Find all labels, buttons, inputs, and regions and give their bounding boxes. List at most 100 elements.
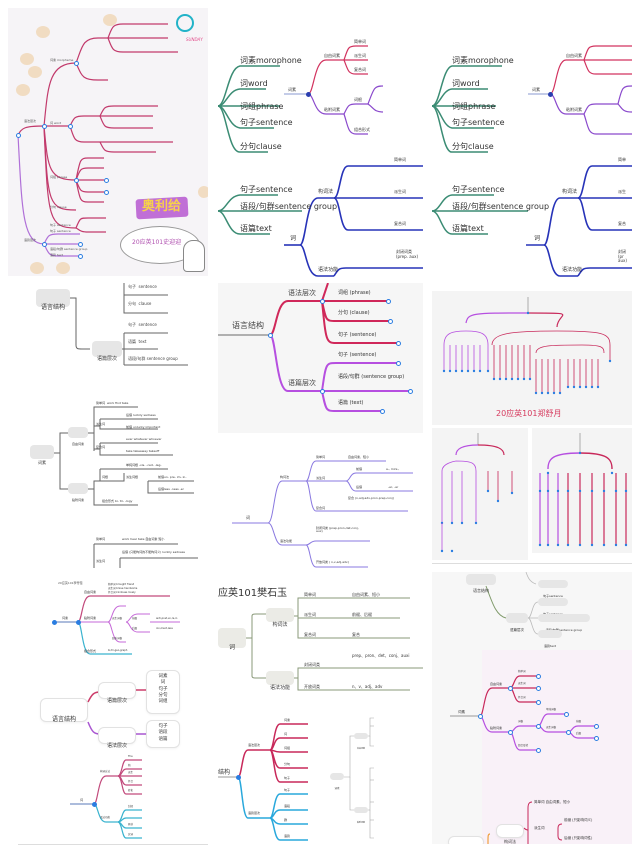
branch-label: 组合形式 (84, 649, 97, 653)
root-label: 结构 (218, 769, 231, 776)
green-item: 词word (240, 79, 268, 88)
root-label: 词 (80, 798, 84, 802)
item: ever whatever whoever (126, 437, 162, 441)
green-item: 语篇text (452, 224, 484, 233)
item: 派生词 (96, 559, 106, 563)
branch-box: 粘附词素 (68, 483, 88, 502)
green-item: 分句clause (240, 142, 282, 151)
tree-node (504, 377, 508, 381)
node (548, 92, 553, 97)
node (594, 736, 599, 741)
node (396, 361, 401, 366)
item: 简单词 brought friend (108, 583, 135, 586)
green-item: 词组phrase (240, 102, 284, 111)
green-item: 语篇text (240, 224, 272, 233)
node-label: 句子 sentence (50, 223, 71, 227)
root-box: 词素 (30, 445, 54, 465)
node (594, 724, 599, 729)
item: take takeaway takeoff (126, 449, 160, 453)
tree-node (578, 451, 582, 455)
angel-face-icon (20, 53, 34, 65)
panel-5-top-background (218, 283, 423, 433)
node (566, 730, 571, 735)
tree-node (492, 377, 496, 381)
item: 简单词 (316, 455, 326, 459)
node (536, 674, 541, 679)
panel-2-mindmap: 词素morophone 词word 词组phrase 句子sentence 分句… (218, 8, 423, 278)
green-item: 语段/句群sentence group (452, 202, 550, 211)
item: 实词 (128, 833, 134, 836)
node (536, 748, 541, 753)
tree-node (526, 311, 530, 315)
node (320, 299, 325, 304)
item: 简单词 work find take (96, 401, 129, 405)
outline-branch: 自由词素 (354, 733, 368, 750)
branch-label: 语法层次 (288, 289, 316, 297)
green-item: 语段/句群sentence group (240, 202, 338, 211)
tree-branch (465, 312, 529, 324)
node (396, 341, 401, 346)
tree-node (546, 391, 550, 395)
item: 分句 (284, 762, 291, 766)
tree-node (510, 377, 514, 381)
morpheme-root: 词素 (288, 87, 296, 92)
item: 语篇 (284, 834, 291, 838)
item: 封闭 (128, 805, 134, 808)
item: 词组 (phrase) (338, 290, 371, 296)
tree-node (566, 489, 570, 493)
tree-node (466, 369, 470, 373)
green-item: 句子sentence (240, 185, 293, 194)
tree-node (460, 369, 464, 373)
item: 派生词根 (112, 617, 123, 620)
item: 前缀 (只影响词义) (564, 818, 593, 822)
author-caption: 20应英101史迎迎 (132, 239, 182, 246)
item: 语段/句群 (sentence group) (338, 374, 405, 380)
item: 组合形式 (518, 744, 529, 747)
tree-node (602, 543, 606, 547)
tree-node (486, 369, 490, 373)
item: 后缀less -ness -er (158, 487, 184, 491)
item: ion,ment,less (156, 627, 173, 630)
branch-box: 自由词素 (68, 427, 88, 446)
item: 词组 (284, 746, 291, 750)
item: 复合词 (96, 445, 106, 449)
word-branch: 语法功能 (318, 267, 339, 273)
tree-node (546, 471, 550, 475)
item-box: 语篇text (538, 630, 562, 648)
item: 简单词 (518, 670, 526, 673)
item: 派生词根 (546, 726, 557, 729)
item: 句子 (284, 776, 291, 780)
root-box: 词 (218, 628, 246, 651)
node (78, 242, 83, 247)
node (564, 712, 569, 717)
item: 后缀 luckily sadness (126, 413, 156, 417)
tree-node (614, 543, 618, 547)
node-label: 语段/句群 sentence group (50, 247, 88, 251)
node-label: 词组 phrase (50, 175, 68, 179)
row-name: 简单词 (304, 592, 316, 597)
items-box: 词素词句子分句词组 (146, 670, 180, 714)
tree-node (590, 385, 594, 389)
item: 前缀 unlucky important (126, 425, 161, 429)
item-box: 语段/句群sentence group (538, 614, 590, 632)
tree-node (566, 385, 570, 389)
panel-4-branches (54, 283, 198, 568)
bound-morpheme: 粘附词素 (324, 107, 340, 112)
branch-box: 构词法 (496, 824, 524, 844)
angel-face-icon (56, 262, 70, 274)
angel-face-icon (36, 26, 50, 38)
divider (18, 844, 208, 845)
bound-morpheme: 粘附词素 (566, 107, 582, 112)
green-item: 句子sentence (452, 118, 505, 127)
panel-5-branches (218, 283, 413, 568)
item: -er, -ar (388, 485, 399, 489)
green-item: 词组phrase (452, 102, 496, 111)
root-box (448, 836, 484, 844)
morpheme-root: 词素 (532, 87, 540, 92)
tree-node (556, 489, 560, 493)
sun-label: SUNDAY (186, 37, 203, 42)
panel-8-mindmap: 应英101樊石玉 (218, 572, 423, 852)
branch-box: 语篇层次 (506, 613, 528, 632)
tree-branch (547, 452, 581, 470)
row-detail: 复合 (352, 632, 360, 637)
